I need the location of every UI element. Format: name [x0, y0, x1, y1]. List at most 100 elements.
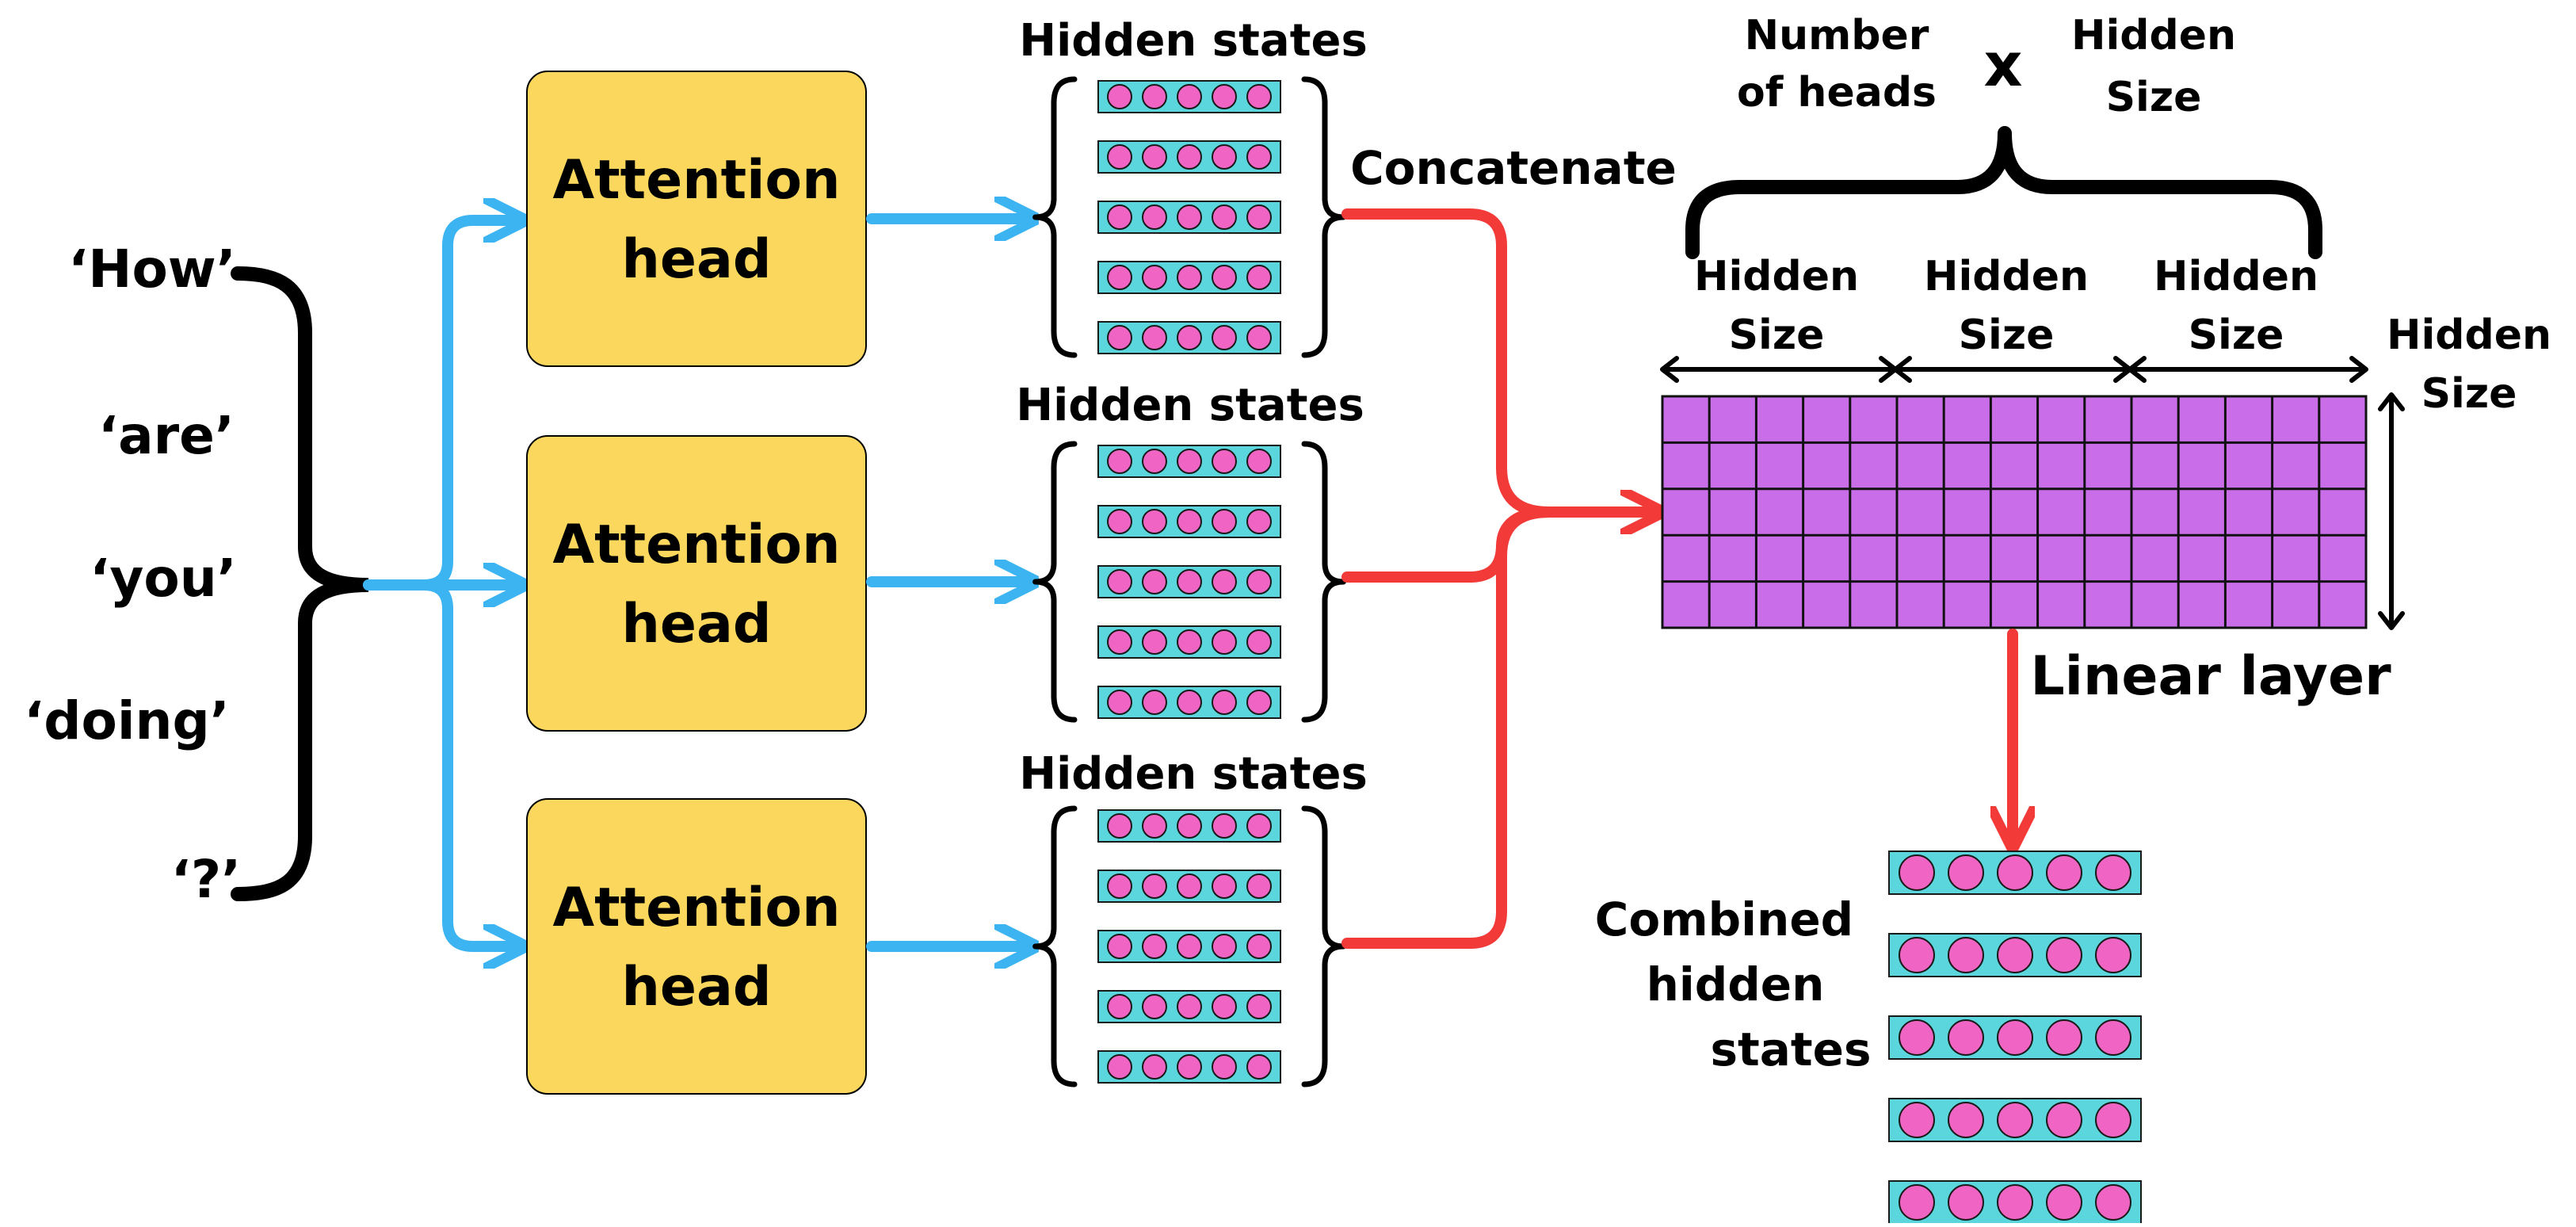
vector-dot	[1177, 84, 1202, 109]
hidden-states-left-brace	[1032, 76, 1078, 358]
vector-dot	[1948, 1184, 1984, 1221]
token-you: ‘you’	[90, 548, 237, 609]
vector-dot	[1142, 265, 1167, 290]
vector-dot	[1212, 84, 1237, 109]
vector-dot	[1107, 265, 1132, 290]
vector-dot	[1142, 690, 1167, 715]
attention-head-box	[526, 435, 867, 732]
hidden-states-right-brace	[1301, 441, 1346, 723]
vector-dot	[1997, 1102, 2033, 1138]
input-arrow-to-head-1	[363, 220, 519, 591]
vector-dot	[1107, 690, 1132, 715]
column-dimension-arrows	[1660, 356, 2368, 383]
vector-dot	[1212, 204, 1237, 230]
hidden-state-vector	[1097, 201, 1281, 234]
vector-dot	[1177, 204, 1202, 230]
column-hidden-size-1-line1: Hidden	[1694, 253, 1859, 300]
side-hidden-size-line2: Size	[2421, 370, 2517, 418]
vector-dot	[1107, 569, 1132, 594]
vector-dot	[1246, 144, 1272, 170]
concatenate-arrows	[1341, 208, 1656, 949]
row-dimension-arrow	[2378, 392, 2405, 630]
vector-dot	[1212, 629, 1237, 655]
vector-dot	[1107, 629, 1132, 655]
vector-dot	[1948, 1102, 1984, 1138]
combined-hidden-states	[1888, 850, 2142, 1225]
vector-dot	[1948, 937, 1984, 973]
vector-dot	[1246, 813, 1272, 839]
vector-dot	[1948, 1019, 1984, 1056]
token-are: ‘are’	[98, 405, 235, 466]
vector-dot	[2046, 1019, 2082, 1056]
hidden-state-vector	[1097, 445, 1281, 478]
hidden-state-vector	[1888, 1098, 2142, 1142]
hidden-state-vector	[1097, 80, 1281, 113]
column-hidden-size-1-line2: Size	[1729, 312, 1825, 359]
hidden-states-label-3: Hidden states	[1019, 748, 1368, 800]
hidden-state-vector	[1097, 1050, 1281, 1084]
hidden-states-label-2: Hidden states	[1016, 380, 1364, 431]
vector-dot	[1899, 1019, 1935, 1056]
attention-head-label-line2: head	[621, 956, 771, 1019]
times-symbol: x	[1983, 29, 2022, 100]
attention-head-label-line1: Attention	[552, 514, 840, 576]
vector-dot	[1246, 994, 1272, 1019]
vector-dot	[1177, 449, 1202, 474]
hidden-states-group-2	[1032, 441, 1346, 723]
vector-dot	[1142, 629, 1167, 655]
hidden-states-group-3	[1032, 805, 1346, 1087]
vector-dot	[1212, 934, 1237, 959]
hidden-states-right-brace	[1301, 76, 1346, 358]
attention-head-label-line2: head	[621, 228, 771, 291]
vector-dot	[1177, 265, 1202, 290]
attention-head-box	[526, 71, 867, 367]
vector-dot	[2095, 1102, 2131, 1138]
vector-dot	[1246, 629, 1272, 655]
vector-dot	[1212, 873, 1237, 899]
vector-dot	[1107, 994, 1132, 1019]
attention-head-label-line1: Attention	[552, 877, 840, 939]
vector-dot	[1177, 509, 1202, 534]
vector-dot	[1177, 569, 1202, 594]
vector-dot	[1107, 813, 1132, 839]
column-hidden-size-3-line1: Hidden	[2154, 253, 2318, 300]
top-hidden-size-line1: Hidden	[2071, 12, 2236, 59]
vector-dot	[1142, 1054, 1167, 1080]
vector-dot	[1246, 449, 1272, 474]
vector-dot	[1899, 937, 1935, 973]
vector-dot	[1177, 629, 1202, 655]
input-tokens: ‘How’ ‘are’ ‘you’ ‘doing’ ‘?’	[24, 239, 241, 910]
vector-dot	[1107, 144, 1132, 170]
vector-dot	[1899, 1184, 1935, 1221]
hidden-state-vector	[1097, 870, 1281, 903]
vector-dot	[1142, 204, 1167, 230]
vector-dot	[1142, 813, 1167, 839]
vector-dot	[2046, 1184, 2082, 1221]
head-output-arrows	[866, 219, 1030, 946]
vector-dot	[1212, 690, 1237, 715]
attention-head-label-line2: head	[621, 593, 771, 656]
column-dimension-arrow-1	[1660, 356, 1898, 383]
vector-dot	[1107, 325, 1132, 350]
vector-dot	[1212, 325, 1237, 350]
vector-dot	[1107, 204, 1132, 230]
hidden-states-left-brace	[1032, 805, 1078, 1087]
column-dimension-arrow-2	[1893, 356, 2132, 383]
number-of-heads-line1: Number	[1745, 12, 1929, 59]
hidden-state-vector	[1097, 990, 1281, 1023]
vector-dot	[1107, 449, 1132, 474]
hidden-state-vector	[1097, 625, 1281, 659]
vector-dot	[1177, 873, 1202, 899]
vector-dot	[1246, 325, 1272, 350]
hidden-state-vector	[1097, 140, 1281, 174]
vector-dot	[1142, 509, 1167, 534]
vector-dot	[1212, 569, 1237, 594]
vector-dot	[1142, 569, 1167, 594]
vector-dot	[1107, 84, 1132, 109]
vector-dot	[1142, 449, 1167, 474]
vector-dot	[1212, 1054, 1237, 1080]
vector-dot	[1212, 994, 1237, 1019]
combined-label-line1: Combined	[1595, 893, 1853, 946]
vector-dot	[1246, 934, 1272, 959]
column-dimension-arrow-3	[2128, 356, 2368, 383]
